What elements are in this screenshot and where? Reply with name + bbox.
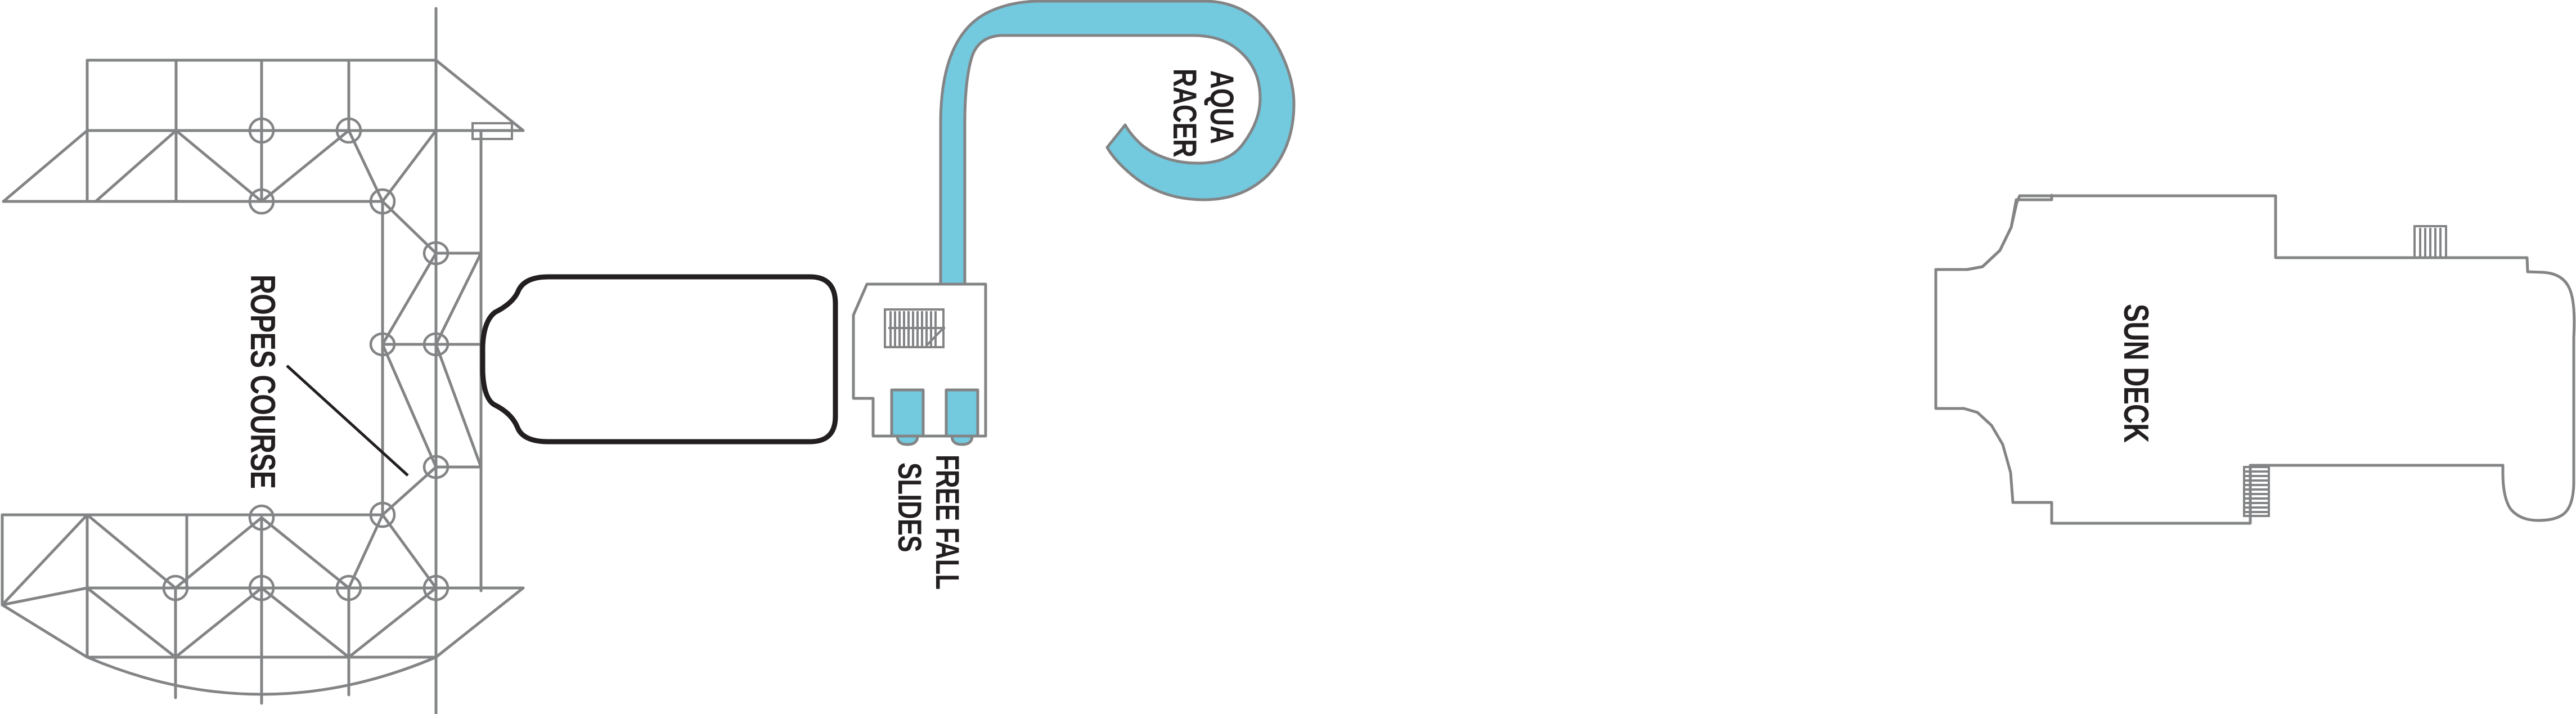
aqua-racer-slide: [939, 0, 1296, 286]
free-fall-slides-label-line2: SLIDES: [891, 462, 928, 552]
pool-outline: [480, 274, 838, 444]
free-fall-slides-label-line1: FREE FALL: [929, 455, 965, 590]
free-fall-slide-left: [890, 388, 925, 438]
free-fall-slide-right: [945, 388, 979, 438]
free-fall-slides-tower: [852, 282, 987, 446]
stairs-icon: [2413, 225, 2447, 259]
ropes-course-rings: [162, 117, 449, 601]
stairs-icon: [884, 308, 945, 348]
aqua-racer-label-line1: AQUA: [1203, 70, 1240, 144]
ropes-course-leader-line: [286, 365, 409, 477]
stairs-icon: [2243, 466, 2270, 517]
ropes-course-label: ROPES COURSE: [243, 275, 282, 489]
sun-deck-label: SUN DECK: [2116, 304, 2155, 443]
aqua-racer-label-line2: RACER: [1166, 69, 1203, 157]
sun-deck-outline: [1934, 194, 2576, 525]
